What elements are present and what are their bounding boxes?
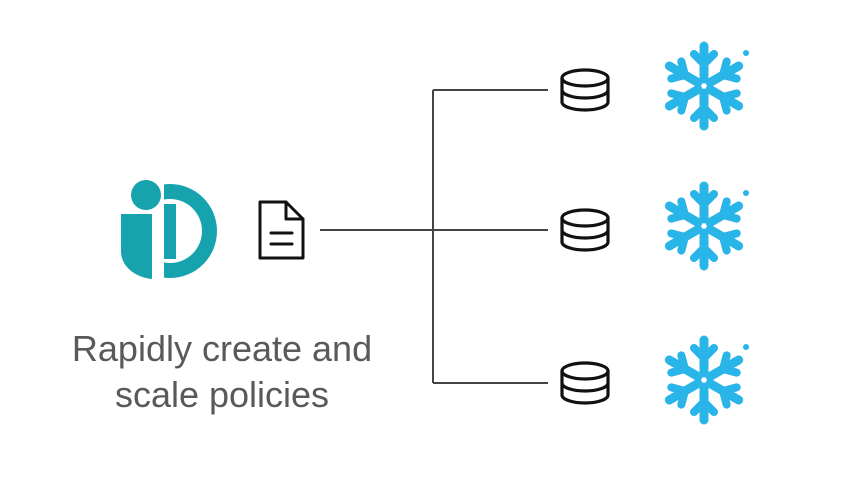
snowflake-logo-icon	[664, 46, 749, 126]
diagram-caption: Rapidly create and scale policies	[20, 326, 424, 418]
database-icon	[560, 361, 610, 405]
snowflake-logo-icon	[664, 340, 749, 420]
brand-logo-icon	[121, 180, 217, 279]
database-icon	[560, 68, 610, 112]
database-icon	[560, 208, 610, 252]
caption-line-1: Rapidly create and	[71, 328, 373, 369]
document-icon	[258, 200, 305, 260]
caption-line-2: scale policies	[114, 374, 330, 415]
snowflake-logo-icon	[664, 186, 749, 266]
connector-lines	[320, 89, 548, 384]
